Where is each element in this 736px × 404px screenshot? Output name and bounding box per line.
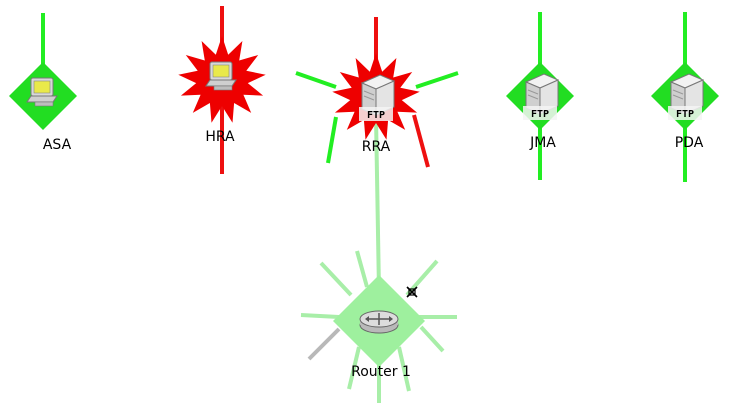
protocol-badge-bg: [668, 106, 702, 120]
node-label: JMA: [529, 135, 556, 151]
node-label: Router 1: [351, 364, 411, 380]
router1-link-stub[interactable]: [355, 250, 369, 288]
protocol-badge: FTP: [367, 110, 385, 121]
disconnected-icon: [406, 286, 418, 298]
node-label: PDA: [675, 135, 704, 151]
node-rra[interactable]: FTP RRA: [332, 53, 420, 155]
server-icon: [360, 74, 396, 116]
node-pda[interactable]: FTP PDA: [651, 62, 719, 151]
router1-link-stub[interactable]: [405, 259, 439, 297]
node-label: HRA: [205, 129, 235, 145]
node-jma[interactable]: FTP JMA: [506, 62, 574, 151]
nodes-layer: ASA HRA FTP RRA FTP JMA FTP PDA Router 1: [9, 36, 719, 380]
rra-link-stub[interactable]: [295, 71, 337, 89]
node-label: RRA: [362, 139, 391, 155]
workstation-icon: [205, 61, 237, 91]
protocol-badge: FTP: [531, 109, 549, 120]
node-hra[interactable]: HRA: [178, 36, 266, 145]
node-asa[interactable]: ASA: [9, 62, 77, 153]
node-label: ASA: [43, 137, 72, 153]
rra-link-stub[interactable]: [326, 116, 338, 164]
protocol-badge-bg: [359, 107, 393, 121]
router1-link-stub[interactable]: [319, 261, 353, 297]
rra-link-stub[interactable]: [415, 71, 459, 89]
links-layer: [374, 116, 381, 292]
router1-link-stub[interactable]: [397, 346, 411, 392]
router1-link-stub[interactable]: [347, 346, 361, 390]
server-icon: [524, 73, 560, 115]
router1-link-stub[interactable]: [307, 327, 341, 361]
rra-link-stub[interactable]: [412, 114, 430, 168]
node-router1[interactable]: Router 1: [333, 275, 425, 380]
link-rra-router1[interactable]: [374, 116, 381, 292]
router-icon: [359, 310, 399, 334]
protocol-badge-bg: [523, 106, 557, 120]
router1-link-stub[interactable]: [419, 325, 445, 353]
protocol-badge: FTP: [676, 109, 694, 120]
workstation-icon: [26, 77, 58, 107]
router1-link-stub[interactable]: [300, 313, 340, 319]
